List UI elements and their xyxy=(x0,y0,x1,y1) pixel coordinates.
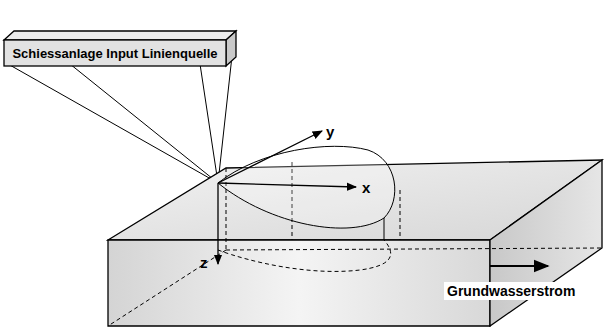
contaminant-plume xyxy=(218,146,400,271)
hidden-edges xyxy=(108,162,602,326)
axis-label: z xyxy=(200,255,208,270)
flow-label: Grundwasserstrom xyxy=(444,282,578,300)
input-beams xyxy=(8,56,232,183)
flow-arrow xyxy=(490,265,548,267)
axis-label: y xyxy=(326,124,334,139)
source-box: Schiessanlage Input Linienquelle xyxy=(4,40,226,66)
coordinate-axes xyxy=(218,131,356,264)
axis-label: x xyxy=(362,180,370,195)
box-label: Schiessanlage Input Linienquelle xyxy=(12,46,217,61)
